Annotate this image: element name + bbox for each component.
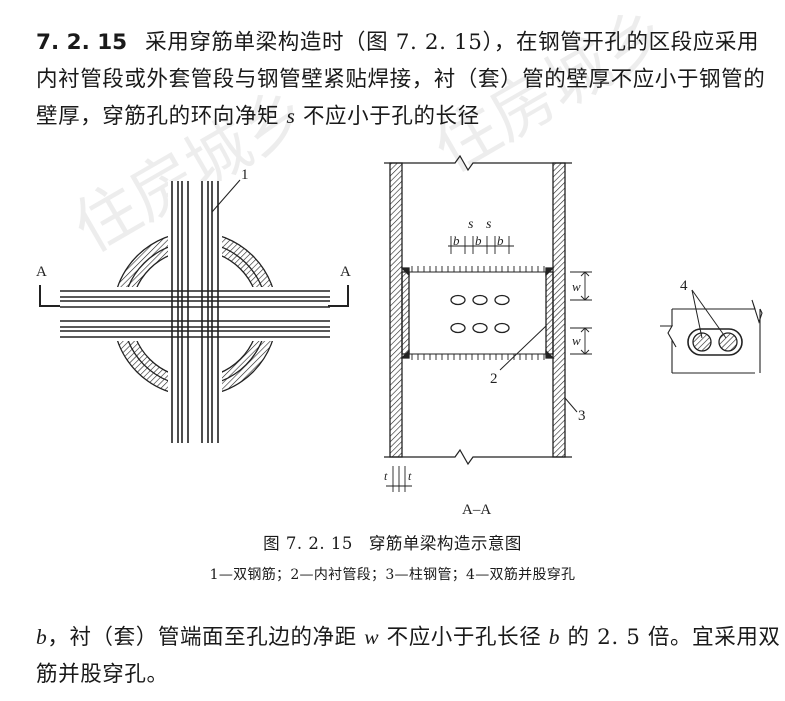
symbol-b: b: [36, 625, 48, 649]
dim-b-2: b: [475, 233, 482, 248]
dim-s-2: s: [486, 217, 492, 232]
paragraph2-a: ，衬（套）管端面至孔边的净距: [47, 625, 357, 650]
clause-number: 7. 2. 15: [36, 30, 128, 55]
plan-view: [39, 179, 349, 443]
figure-caption: 图 7. 2. 15 穿筋单梁构造示意图: [0, 530, 785, 554]
section-view-label: A–A: [462, 502, 491, 518]
label-a-left: A: [36, 264, 47, 280]
figure-legend: 1—双钢筋；2—内衬管段；3—柱钢管；4—双筋并股穿孔: [209, 567, 576, 583]
symbol-w: w: [364, 625, 380, 649]
figure-number: 图 7. 2. 15: [263, 534, 353, 553]
symbol-b2: b: [548, 625, 561, 649]
paragraph2-b: 不应小于孔长径: [386, 625, 542, 650]
dim-t1: t: [408, 469, 412, 483]
symbol-s: s: [286, 104, 296, 128]
dim-b-3: b: [497, 233, 504, 248]
callout-3: 3: [578, 408, 586, 424]
callout-4: 4: [680, 278, 688, 294]
dim-b-1: b: [453, 233, 460, 248]
dim-w-2: w: [572, 333, 581, 348]
dim-w-1: w: [572, 279, 581, 294]
paragraph-continued: b，衬（套）管端面至孔边的净距 w 不应小于孔长径 b 的 2. 5 倍。宜采用…: [36, 619, 781, 693]
callout-1: 1: [241, 167, 249, 183]
paragraph-text-end: 不应小于孔的长径: [302, 104, 480, 129]
figure-title: 穿筋单梁构造示意图: [368, 534, 522, 553]
callout-2: 2: [490, 371, 498, 387]
label-a-right: A: [340, 264, 351, 280]
section-view: [384, 154, 592, 492]
detail-view: [660, 289, 763, 374]
dim-s-1: s: [468, 217, 474, 232]
paragraph-text: 采用穿筋单梁构造时（图 7. 2. 15），在钢管开孔的区段应采用内衬管段或外套…: [36, 30, 766, 129]
paragraph2-c: 的 2. 5 倍。宜采用双筋并股穿孔。: [36, 625, 781, 687]
dim-t: t: [384, 469, 388, 483]
